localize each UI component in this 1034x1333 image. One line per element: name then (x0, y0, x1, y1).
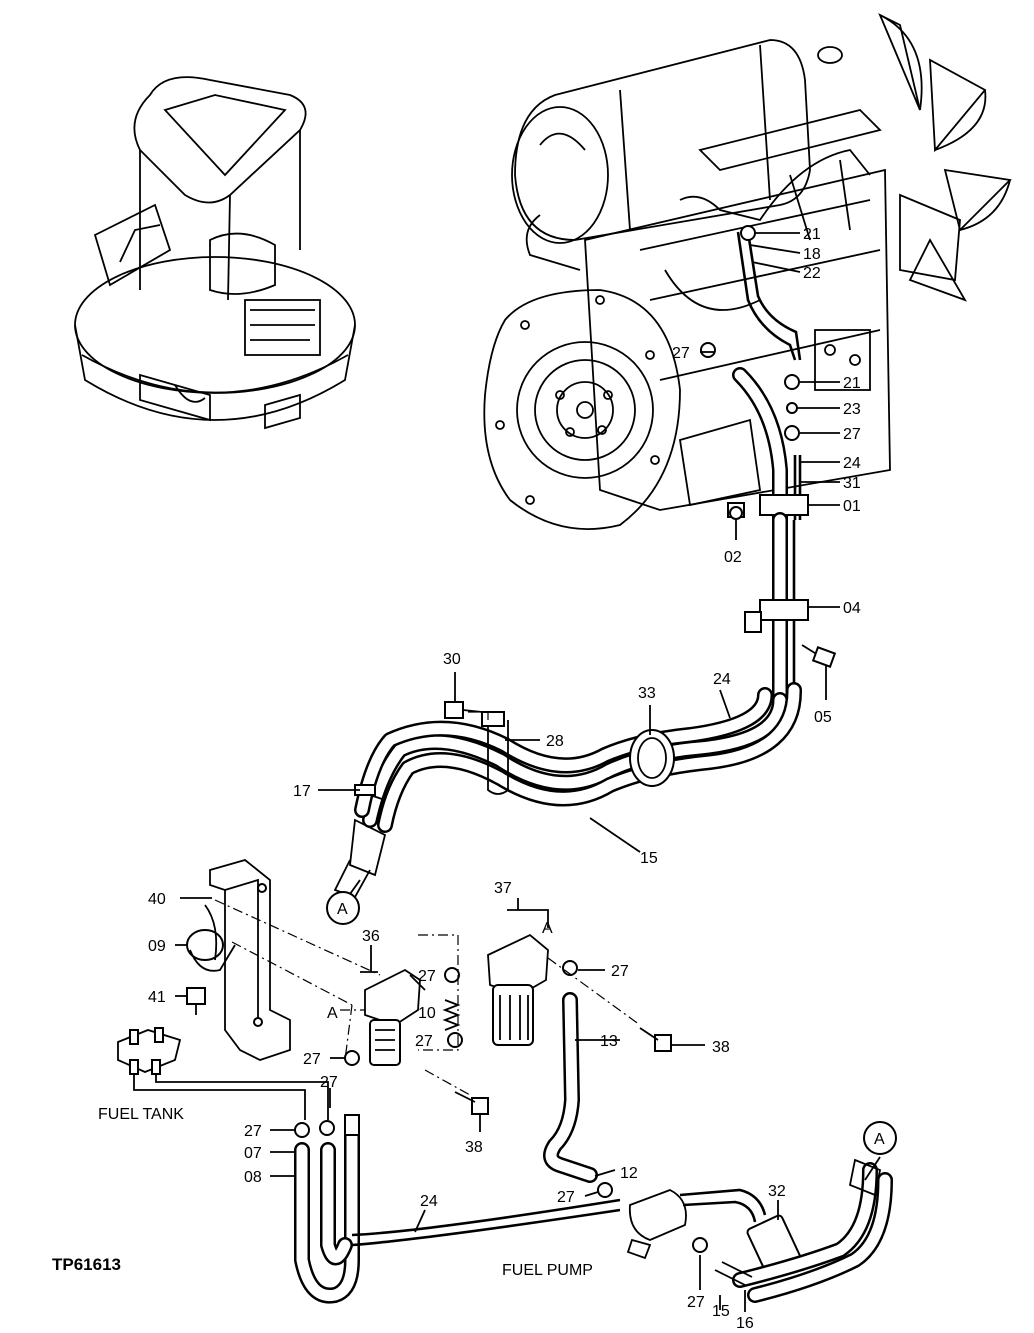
callout-31: 31 (843, 475, 861, 492)
circle-a-label: A (337, 901, 348, 918)
callout-16: 16 (736, 1315, 754, 1332)
callout-38: 38 (712, 1039, 730, 1056)
callout-15: 15 (640, 850, 658, 867)
figure-id: TP61613 (52, 1255, 121, 1274)
callout-07: 07 (244, 1145, 262, 1162)
callout-27: 27 (687, 1294, 705, 1311)
callout-37: 37 (494, 880, 512, 897)
circle-a-label: A (874, 1131, 885, 1148)
callout-02: 02 (724, 549, 742, 566)
callout-33: 33 (638, 685, 656, 702)
callout-A: A (327, 1005, 338, 1022)
callout-27: 27 (843, 426, 861, 443)
callout-28: 28 (546, 733, 564, 750)
connection-marker-a-right: A (863, 1121, 897, 1155)
callout-21: 21 (803, 226, 821, 243)
callout-27: 27 (672, 345, 690, 362)
fuel-tank-label: FUEL TANK (98, 1106, 184, 1123)
engine-illustration (483, 13, 1012, 530)
callout-23: 23 (843, 401, 861, 418)
callout-08: 08 (244, 1169, 262, 1186)
leader-lines (175, 232, 881, 1312)
callout-05: 05 (814, 709, 832, 726)
callout-24: 24 (843, 455, 861, 472)
callout-30: 30 (443, 651, 461, 668)
callout-12: 12 (620, 1165, 638, 1182)
callout-22: 22 (803, 265, 821, 282)
callout-15: 15 (712, 1303, 730, 1320)
callout-13: 13 (600, 1033, 618, 1050)
fuel-filter-36 (340, 968, 426, 1066)
callout-27: 27 (418, 968, 436, 985)
callout-10: 10 (418, 1005, 436, 1022)
filter-fittings (418, 934, 489, 1115)
callout-04: 04 (843, 600, 861, 617)
callout-18: 18 (803, 246, 821, 263)
hose-13 (543, 992, 613, 1198)
excavator-inset-illustration (74, 76, 356, 430)
callout-09: 09 (148, 938, 166, 955)
engine-fuel-lines (700, 225, 837, 708)
fuel-pump-label: FUEL PUMP (502, 1262, 593, 1279)
callout-21: 21 (843, 375, 861, 392)
callout-27: 27 (244, 1123, 262, 1140)
callout-24: 24 (713, 671, 731, 688)
fuel-filter-37 (487, 933, 672, 1052)
callout-27: 27 (320, 1074, 338, 1091)
fuel-pump (626, 1158, 893, 1303)
callout-41: 41 (148, 989, 166, 1006)
callout-40: 40 (148, 891, 166, 908)
fuel-tank-fitting (117, 1027, 329, 1120)
middle-hose-bundle (333, 682, 803, 899)
callout-27: 27 (611, 963, 629, 980)
filter-bracket (186, 859, 381, 1061)
callout-27: 27 (303, 1051, 321, 1068)
callout-36: 36 (362, 928, 380, 945)
callout-A: A (542, 920, 553, 937)
callout-38: 38 (465, 1139, 483, 1156)
connection-marker-a-left: A (326, 879, 361, 925)
callout-27: 27 (415, 1033, 433, 1050)
callout-17: 17 (293, 783, 311, 800)
lower-hose-loop (294, 1114, 621, 1304)
callout-27: 27 (557, 1189, 575, 1206)
callout-24: 24 (420, 1193, 438, 1210)
callout-32: 32 (768, 1183, 786, 1200)
callout-01: 01 (843, 498, 861, 515)
callout-labels: 21 18 22 27 21 23 27 24 31 01 02 04 05 3… (148, 226, 861, 1332)
